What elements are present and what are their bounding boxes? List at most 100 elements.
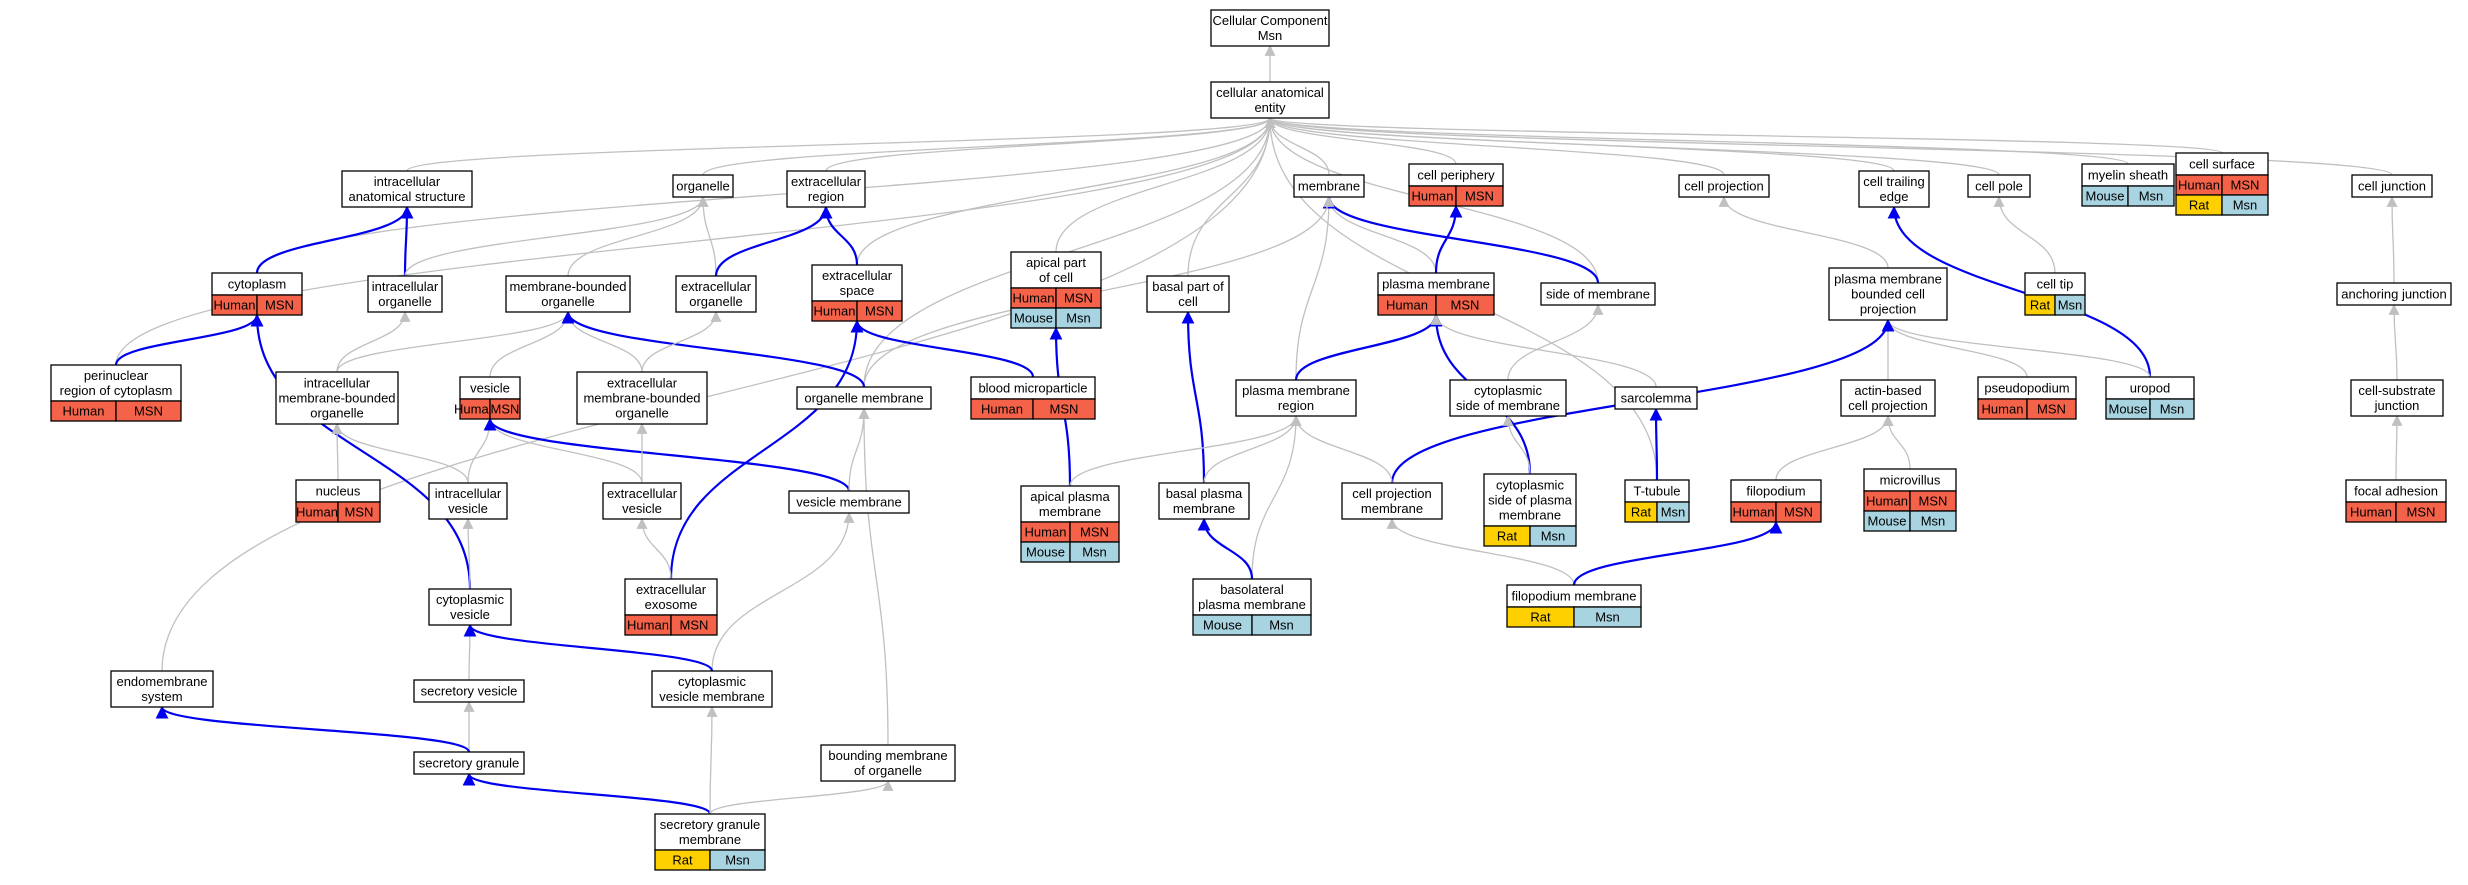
node-secves[interactable]: secretory vesicle (413, 679, 525, 703)
node-label: pseudopodium (1984, 381, 2069, 396)
node-label: cytoplasmic (1496, 478, 1564, 493)
node-orgmem[interactable]: organelle membrane (796, 386, 932, 410)
node-cjunc[interactable]: cell junction (2351, 174, 2433, 198)
node-cpole[interactable]: cell pole (1967, 174, 2031, 198)
node-label: vesicle membrane (659, 689, 765, 704)
node-organelle[interactable]: organelle (672, 174, 734, 198)
edge-pmbcp-to-cproj (1718, 195, 1889, 269)
tag-label: Rat (1631, 505, 1652, 520)
node-sarco[interactable]: sarcolemma (1614, 386, 1698, 410)
node-cproj[interactable]: cell projection (1678, 174, 1770, 198)
node-membrane[interactable]: membrane (1293, 174, 1365, 198)
tag-label: MSN (2037, 402, 2066, 417)
edge-pmr-to-pm (1294, 313, 1443, 381)
node-label: organelle (310, 406, 364, 421)
node-label: cellular anatomical (1216, 85, 1324, 100)
node-ajunc[interactable]: anchoring junction (2336, 282, 2452, 306)
edge-ives-to-vesicle (467, 417, 496, 484)
edge-endo-to-cae (161, 116, 1276, 672)
tag-label: Msn (2160, 402, 2185, 417)
node-label: intracellular (435, 486, 502, 501)
node-label: region (1278, 398, 1314, 413)
tag-label: MSN (491, 402, 520, 417)
node-label: plasma membrane (1242, 383, 1350, 398)
edge-pm-to-cperiph (1434, 204, 1463, 274)
edge-perinuc-to-cae (115, 116, 1276, 366)
node-box (672, 174, 734, 198)
node-label: extracellular (681, 279, 752, 294)
edge-orgmem-to-mbo (561, 310, 866, 388)
node-box (1967, 174, 2031, 198)
node-secgran[interactable]: secretory granule (413, 751, 525, 775)
tag-cell (670, 614, 718, 636)
tag-label: MSN (1784, 505, 1813, 520)
edges-layer (114, 44, 2403, 815)
tag-label: Mouse (1026, 545, 1065, 560)
node-label: bounding membrane (828, 748, 947, 763)
node-vesmem[interactable]: vesicle membrane (788, 490, 910, 514)
node-box (2350, 379, 2444, 417)
node-sidemem[interactable]: side of membrane (1540, 282, 1656, 306)
tag-label: Rat (672, 853, 693, 868)
edge-secves-to-cytves (464, 623, 476, 681)
node-label: space (840, 283, 875, 298)
edge-bpm-to-pmr (1203, 414, 1302, 484)
edge-bmp-to-exspace (850, 319, 1035, 378)
tag-label: Msn (1269, 618, 1294, 633)
edge-micro-to-actin (1882, 414, 1911, 470)
node-label: vesicle (450, 607, 490, 622)
tag-cell (1251, 614, 1312, 636)
tag-label: MSN (1451, 298, 1480, 313)
tag-label: MSN (345, 505, 374, 520)
edge-embo-to-exorg (641, 310, 722, 373)
